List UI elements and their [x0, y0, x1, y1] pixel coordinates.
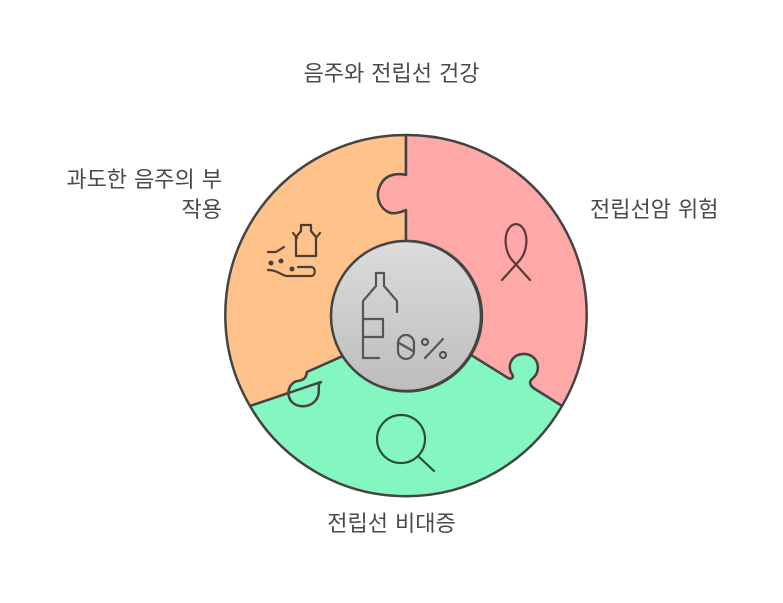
- awareness-ribbon-icon: [500, 222, 532, 282]
- drinking-hand-icon: [266, 223, 322, 278]
- segment-label-line-2: 작용: [181, 198, 222, 223]
- diagram-title: 음주와 전립선 건강: [303, 62, 480, 87]
- segment-label-side-effects: 과도한 음주의 부 작용: [66, 166, 222, 226]
- segment-label-line-1: 과도한 음주의 부: [66, 168, 222, 193]
- center-circle: [329, 239, 483, 393]
- bottle-zero-percent-icon: [361, 271, 448, 361]
- segment-label-cancer-risk: 전립선암 위험: [590, 198, 719, 223]
- magnifier-icon: [375, 413, 436, 473]
- segment-bph: [248, 352, 564, 498]
- segment-label-bph: 전립선 비대증: [327, 512, 456, 537]
